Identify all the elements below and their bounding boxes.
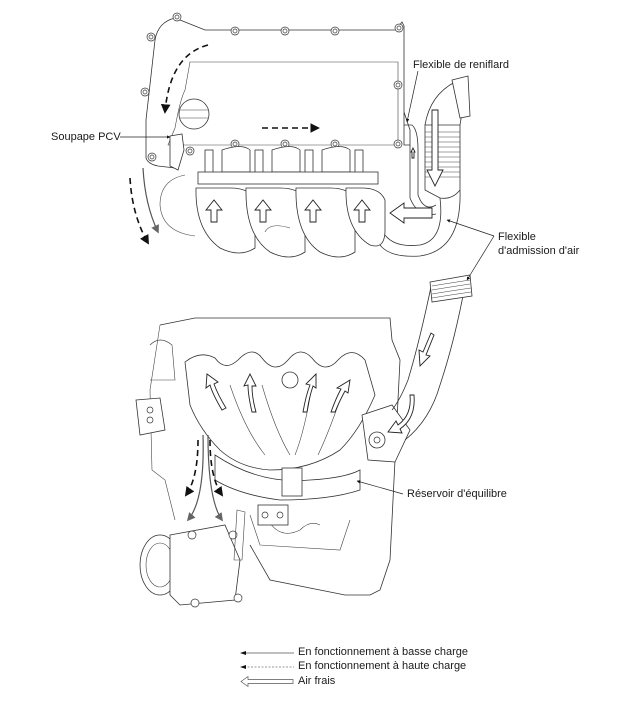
fresh-air-arrows-front [205,332,435,434]
ignition-coils [204,146,364,176]
legend-label-low-load: En fonctionnement à basse charge [298,646,469,658]
high-load-flow-arrows-top [129,44,320,245]
low-load-flow-arrow-top [142,167,159,234]
oil-filler-cap [178,98,210,130]
high-load-flow-arrows-front [184,439,224,497]
top-view-engine [129,12,471,258]
intake-manifold-runners [159,174,386,258]
solid-line-arrow-icon [240,651,294,655]
dashed-line-arrow-icon [240,665,294,669]
leader-lines [120,70,495,495]
hollow-arrow-icon [240,675,294,688]
label-surge-tank: Réservoir d'équilibre [407,488,507,500]
fresh-air-arrows-top [205,109,444,224]
air-intake-hose-top [379,75,471,257]
label-breather-hose: Flexible de reniflard [413,59,509,71]
throttle-body [361,404,411,463]
engine-block-outline [159,317,401,596]
front-view-engine [135,274,473,608]
air-intake-hose-front [391,274,473,441]
legend-label-fresh-air: Air frais [298,675,336,687]
fuel-rail [197,171,379,185]
low-load-flow-arrows-front [186,434,223,522]
ac-compressor [139,524,243,608]
intake-manifold-front [184,351,376,471]
head-cover-outline [145,17,411,169]
label-air-intake-hose-line2: d'admission d'air [498,245,580,257]
surge-tank [214,454,361,501]
pcv-valve-body [169,133,185,171]
cover-bolts [140,12,404,162]
label-air-intake-hose-line1: Flexible [498,231,536,243]
label-pcv-valve: Soupape PCV [51,131,121,143]
legend-label-high-load: En fonctionnement à haute charge [298,660,467,672]
